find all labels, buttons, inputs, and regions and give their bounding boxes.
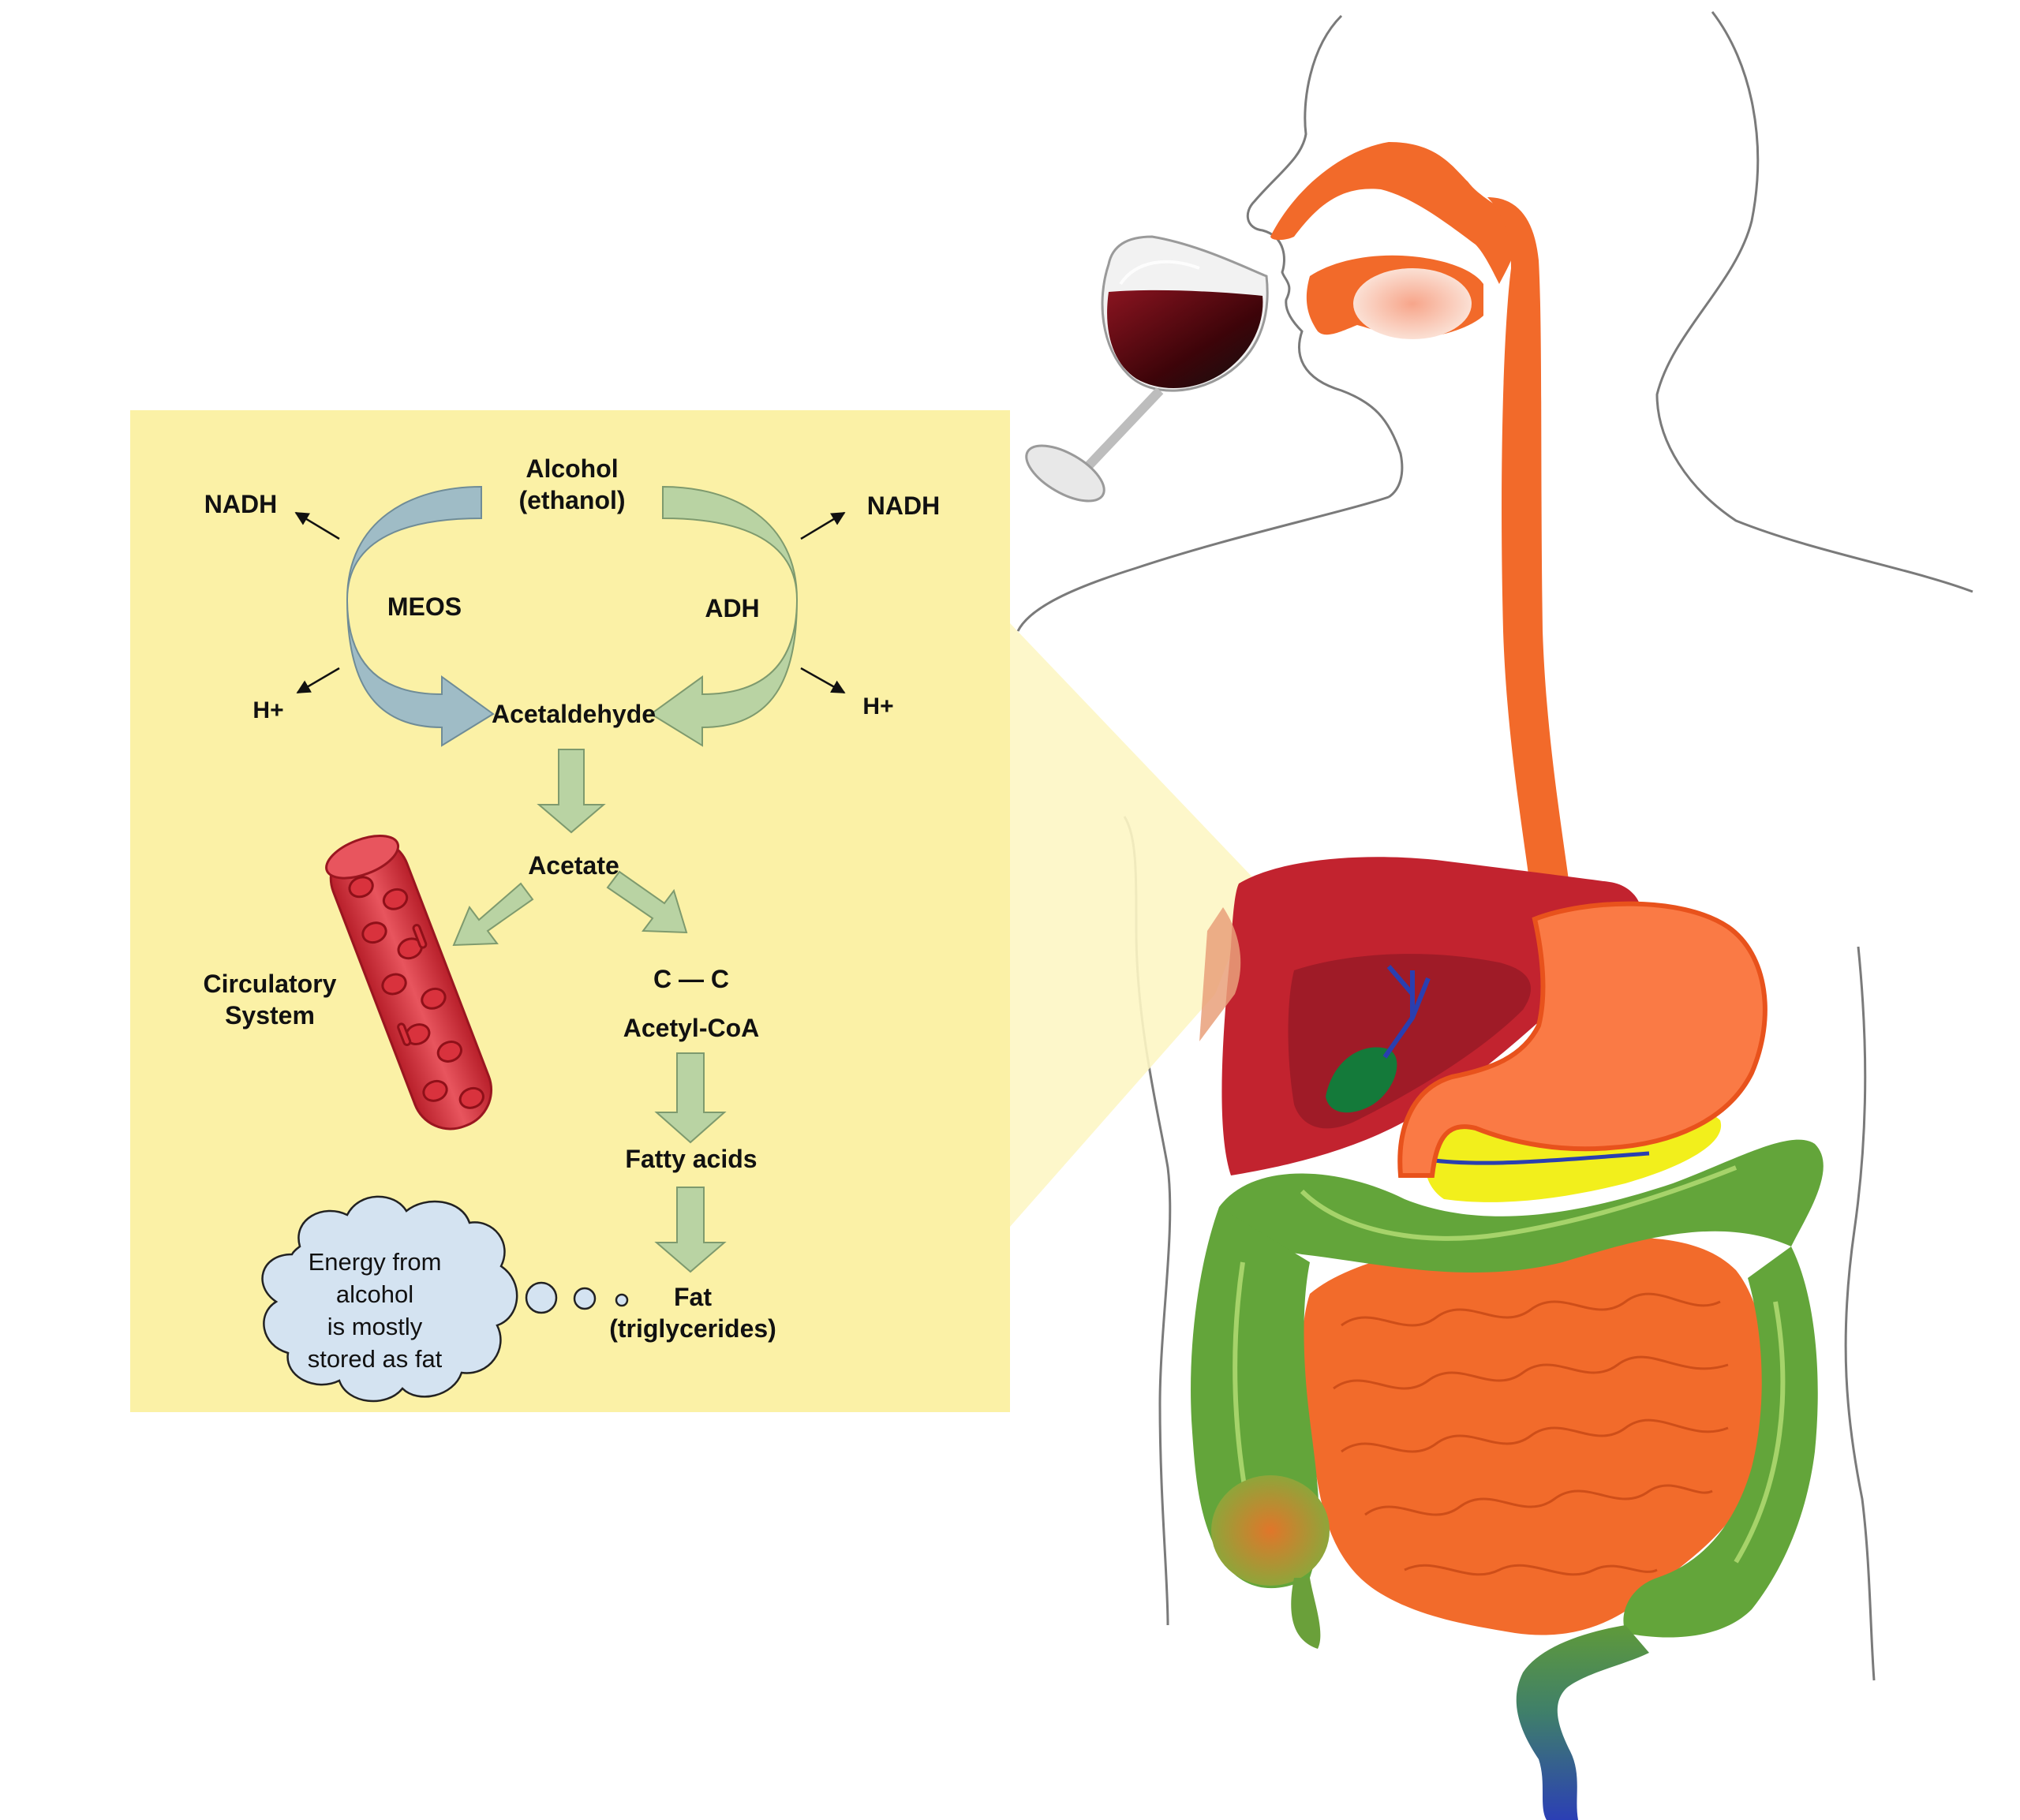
arrow-acetate-circulatory <box>452 882 534 947</box>
circulatory-label-line1: Circulatory <box>204 970 337 998</box>
bubble-dot-large <box>525 1281 558 1314</box>
acetaldehyde-label: Acetaldehyde <box>492 700 656 728</box>
pancreatic-duct <box>1427 1151 1650 1165</box>
h-left-label: H+ <box>252 697 283 723</box>
bubble-dot-medium <box>573 1287 597 1310</box>
cecum <box>1211 1475 1330 1586</box>
blood-vessel <box>325 835 493 1130</box>
meos-label: MEOS <box>387 592 462 621</box>
arrow-fattyacids-fat <box>654 1187 727 1273</box>
gallbladder <box>1326 1047 1397 1113</box>
acetyl-coa-label: Acetyl-CoA <box>623 1014 759 1042</box>
small-intestine <box>1302 1237 1768 1635</box>
bubble-text-line4: stored as fat <box>308 1345 443 1373</box>
h-right-label: H+ <box>862 693 893 719</box>
meos-arrow <box>346 485 495 747</box>
esophagus <box>1487 197 1574 923</box>
flow-arrows <box>452 749 727 1273</box>
appendix <box>1291 1578 1321 1649</box>
bubble-dot-small <box>615 1293 629 1307</box>
bubble-text-line3: is mostly <box>327 1313 423 1340</box>
circulatory-label-line2: System <box>225 1001 315 1030</box>
alcohol-label-line1: Alcohol <box>526 454 618 483</box>
zoom-beam <box>1010 623 1259 1227</box>
large-intestine <box>1191 1139 1824 1820</box>
bubble-text-line2: alcohol <box>336 1280 413 1308</box>
side-arrows <box>294 511 846 694</box>
alcohol-label-line2: (ethanol) <box>518 486 625 514</box>
bile-ducts <box>1382 965 1431 1059</box>
fatty-acids-label: Fatty acids <box>625 1145 757 1173</box>
arrow-acetate-acetylcoa <box>606 870 688 934</box>
acetate-label: Acetate <box>528 851 619 880</box>
nadh-left-label: NADH <box>204 490 277 518</box>
mouth-glow <box>1353 268 1472 339</box>
wine-glass <box>1025 235 1269 503</box>
rectum <box>1516 1625 1649 1820</box>
adh-arrow <box>649 485 799 747</box>
oral-cavity <box>1270 142 1517 339</box>
cc-bond-label: C — C <box>653 965 729 993</box>
adh-label: ADH <box>705 594 759 622</box>
nadh-right-label: NADH <box>867 491 940 520</box>
arrow-acetylcoa-fattyacids <box>654 1052 727 1144</box>
arrow-acetaldehyde-acetate <box>537 749 606 834</box>
metabolism-panel <box>130 410 1010 1412</box>
thought-cloud <box>261 1195 518 1403</box>
fat-label-line2: (triglycerides) <box>609 1314 776 1343</box>
bubble-text-line1: Energy from <box>309 1248 442 1276</box>
stomach <box>1397 901 1768 1178</box>
fat-label-line1: Fat <box>674 1283 712 1311</box>
thought-bubble <box>261 1195 629 1403</box>
